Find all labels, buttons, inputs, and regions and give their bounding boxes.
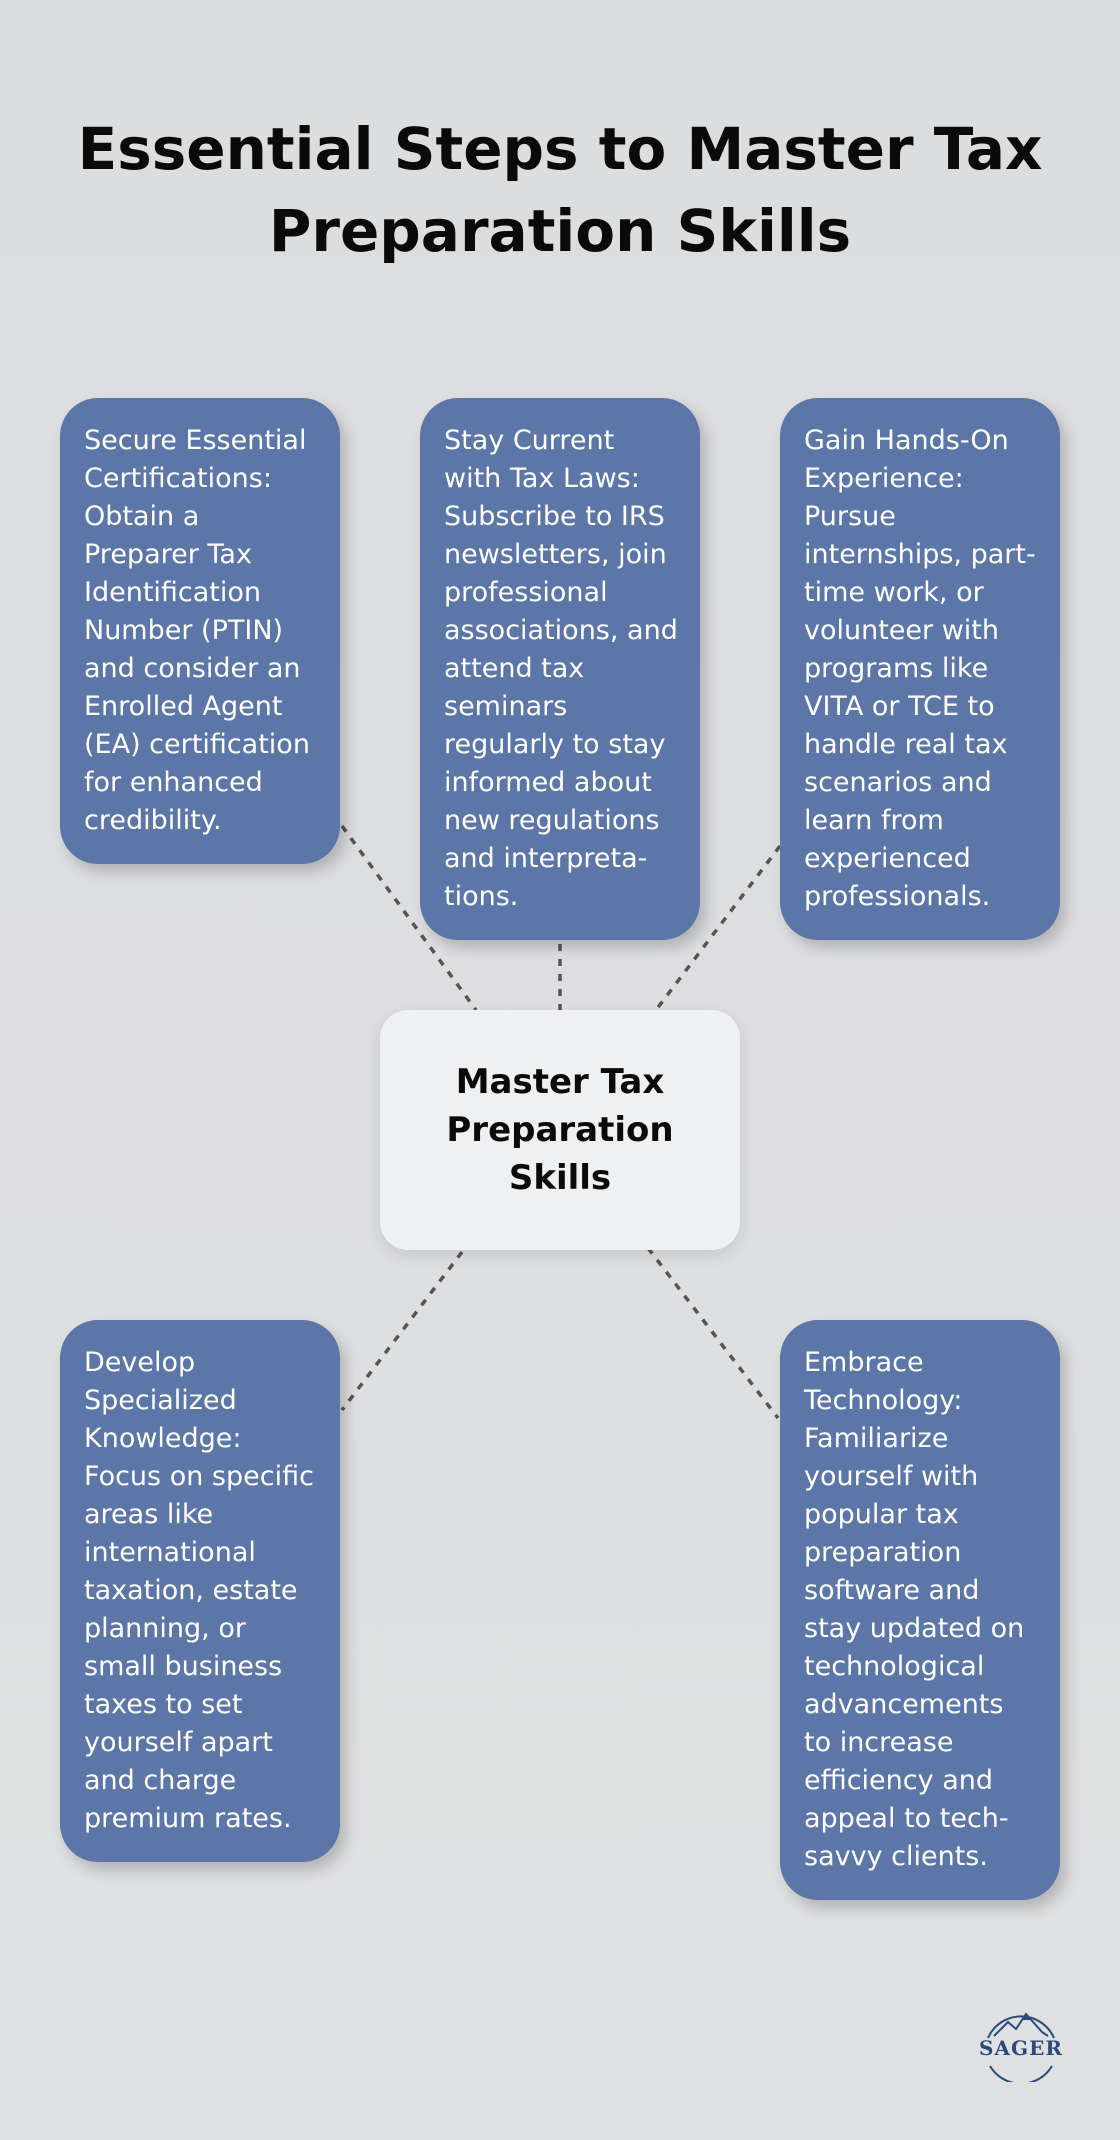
step-card-tax-laws: Stay Current with Tax Laws: Subscribe to… <box>420 398 700 940</box>
connector-5 <box>646 1246 780 1420</box>
step-card-technology: Embrace Technology: Familiarize yourself… <box>780 1320 1060 1900</box>
step-card-text: Embrace Technology: Familiarize yourself… <box>804 1347 1025 1872</box>
sager-logo: SAGER <box>976 2002 1066 2082</box>
page-title: Essential Steps to Master Tax Preparatio… <box>77 115 1043 265</box>
step-card-text: Stay Current with Tax Laws: Subscribe to… <box>444 425 678 912</box>
step-card-text: Gain Hands-On Experience: Pursue interns… <box>804 425 1036 912</box>
step-card-text: Develop Specialized Knowledge: Focus on … <box>84 1347 314 1834</box>
mountain-logo-icon <box>987 2012 1055 2082</box>
step-card-specialized-knowledge: Develop Specialized Knowledge: Focus on … <box>60 1320 340 1862</box>
logo-wordmark: SAGER <box>979 2036 1063 2060</box>
step-card-experience: Gain Hands-On Experience: Pursue interns… <box>780 398 1060 940</box>
step-card-certifications: Secure Essential Certifications: Obtain … <box>60 398 340 864</box>
connector-4 <box>340 1250 464 1412</box>
connector-3 <box>654 844 782 1012</box>
center-node-label: Master Tax Preparation Skills <box>446 1062 674 1198</box>
step-card-text: Secure Essential Certifications: Obtain … <box>84 425 310 836</box>
center-node: Master Tax Preparation Skills <box>380 1010 740 1250</box>
